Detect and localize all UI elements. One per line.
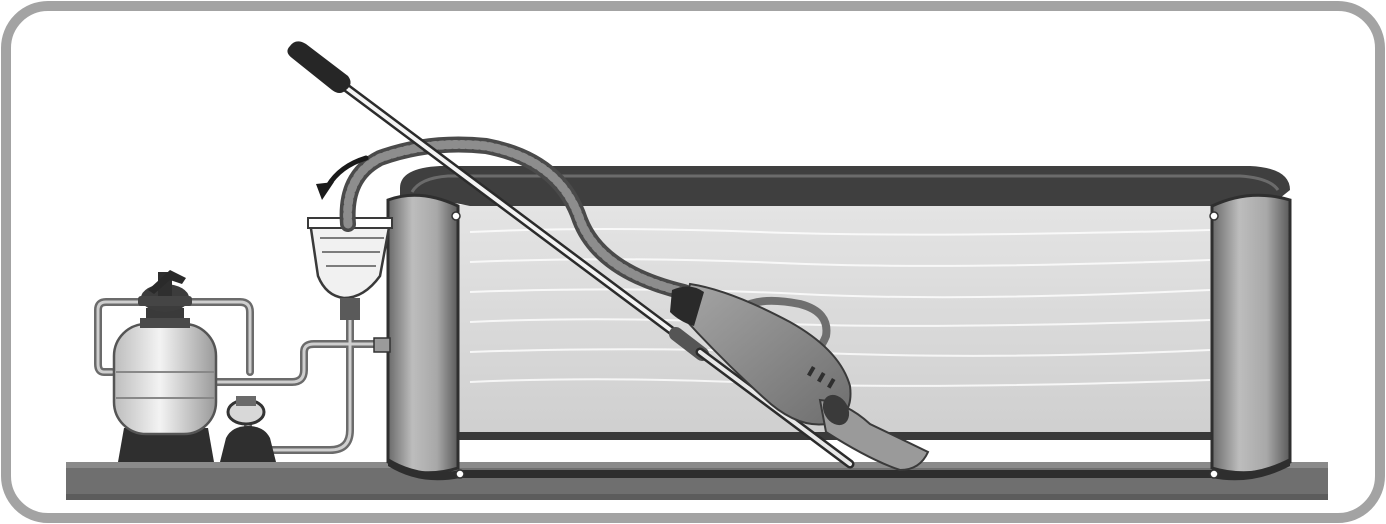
return-inlet — [374, 338, 390, 352]
pool-top-rim — [400, 166, 1290, 210]
pool-right-wall — [1212, 195, 1290, 473]
pool-left-wall — [388, 195, 458, 473]
ground-slab — [66, 462, 1328, 500]
sand-filter — [114, 308, 216, 462]
